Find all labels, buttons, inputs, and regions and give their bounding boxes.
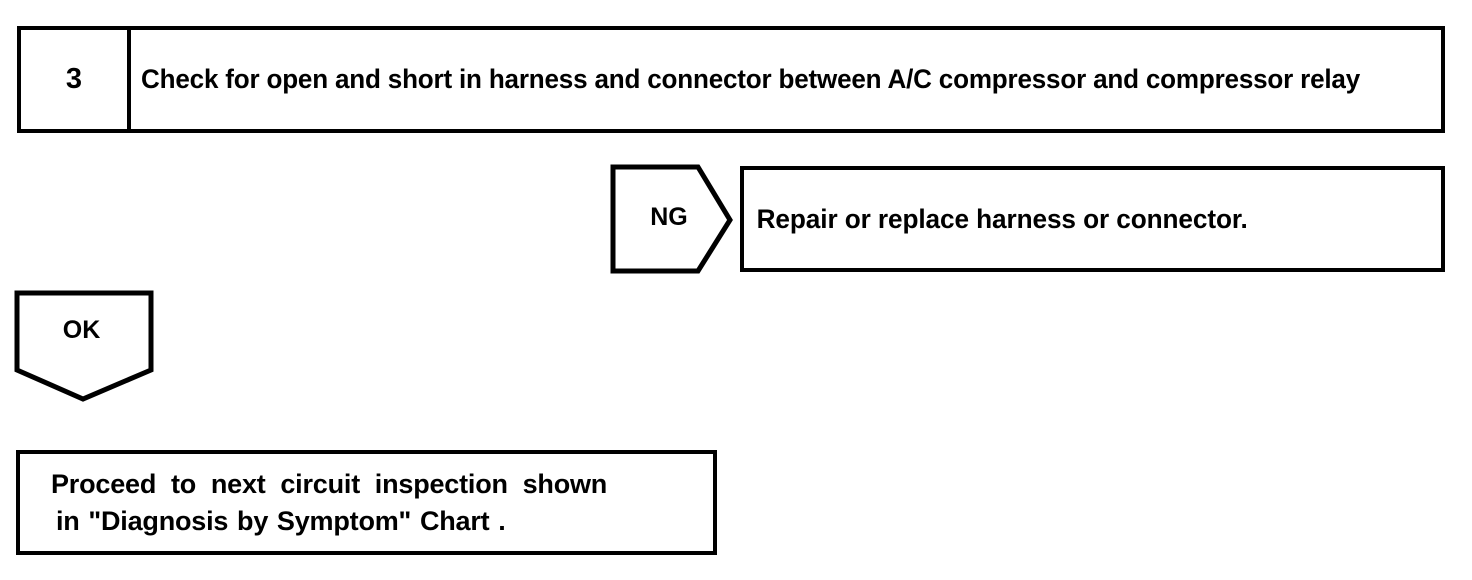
proceed-action-box: Proceed to next circuit inspection shown… bbox=[16, 450, 717, 555]
step-box: 3 Check for open and short in harness an… bbox=[17, 26, 1445, 133]
repair-action-box: Repair or replace harness or connector. bbox=[740, 166, 1445, 272]
step-instruction-cell: Check for open and short in harness and … bbox=[131, 30, 1441, 129]
ng-branch-arrow bbox=[610, 164, 733, 274]
ng-branch-label: NG bbox=[650, 203, 688, 231]
ok-branch-label: OK bbox=[62, 316, 101, 344]
ok-branch-arrow bbox=[14, 290, 154, 402]
repair-action-text: Repair or replace harness or connector. bbox=[756, 203, 1248, 234]
step-number: 3 bbox=[65, 63, 83, 95]
proceed-action-text-line-1: Proceed to next circuit inspection shown bbox=[51, 469, 608, 500]
step-number-cell: 3 bbox=[21, 30, 131, 129]
proceed-action-text-line-2: in "Diagnosis by Symptom" Chart . bbox=[56, 505, 506, 536]
step-instruction-text: Check for open and short in harness and … bbox=[141, 64, 1361, 95]
